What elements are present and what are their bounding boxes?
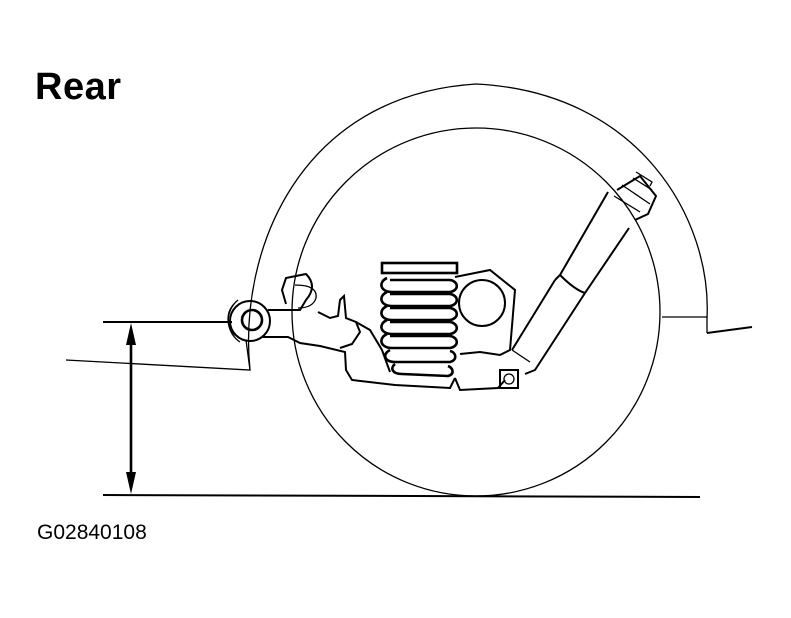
shock-absorber	[499, 171, 658, 389]
figure-id: G02840108	[37, 521, 147, 544]
trailing-arm-bushing	[227, 299, 271, 343]
tire	[291, 127, 661, 497]
body-underside	[65, 339, 251, 371]
height-dimension-arrow	[126, 323, 136, 494]
diagram-title: Rear	[35, 66, 122, 108]
coil-spring	[380, 261, 459, 378]
body-line-right	[706, 326, 753, 334]
fender-lip	[662, 316, 708, 333]
wheel-arch	[247, 83, 708, 371]
ground-line	[102, 494, 701, 498]
lower-arm	[262, 268, 517, 392]
